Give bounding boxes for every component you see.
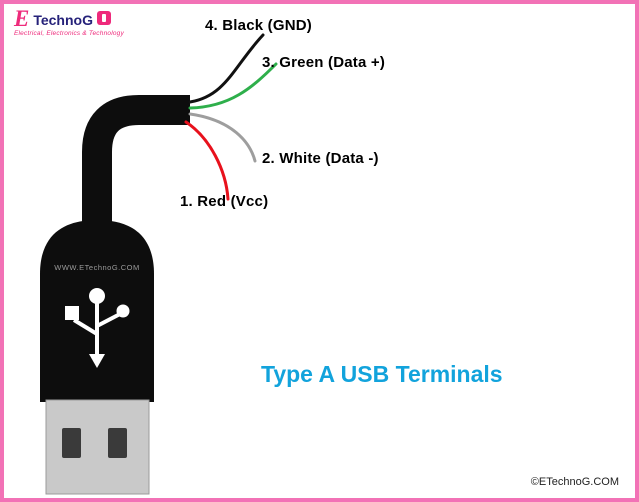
logo-wordmark: TechnoG (33, 12, 93, 28)
usb-metal-shield (45, 399, 150, 495)
wire-green (188, 62, 278, 110)
wire-black (188, 33, 265, 104)
wire-label-black: 4. Black (GND) (205, 17, 312, 34)
watermark-text: WWW.ETechnoG.COM (54, 263, 140, 272)
usb-wiring-diagram: WWW.ETechnoG.COM (40, 33, 278, 495)
logo-initial: E (14, 6, 30, 31)
usb-contact-left (62, 428, 81, 458)
logo-badge-icon (96, 11, 111, 25)
wire-label-white: 2. White (Data -) (262, 150, 379, 167)
logo-tagline: Electrical, Electronics & Technology (14, 29, 124, 37)
wire-label-red: 1. Red (Vcc) (180, 193, 269, 210)
usb-contact-right (108, 428, 127, 458)
wire-white (188, 112, 257, 163)
usb-cable (82, 95, 190, 259)
diagram-title: Type A USB Terminals (261, 361, 503, 387)
usb-trident-icon (65, 288, 130, 368)
copyright-text: ©ETechnoG.COM (530, 476, 619, 488)
wire-red (184, 120, 230, 201)
brand-logo: E TechnoG Electrical, Electronics & Tech… (14, 6, 124, 37)
wire-label-green: 3. Green (Data +) (262, 54, 386, 71)
